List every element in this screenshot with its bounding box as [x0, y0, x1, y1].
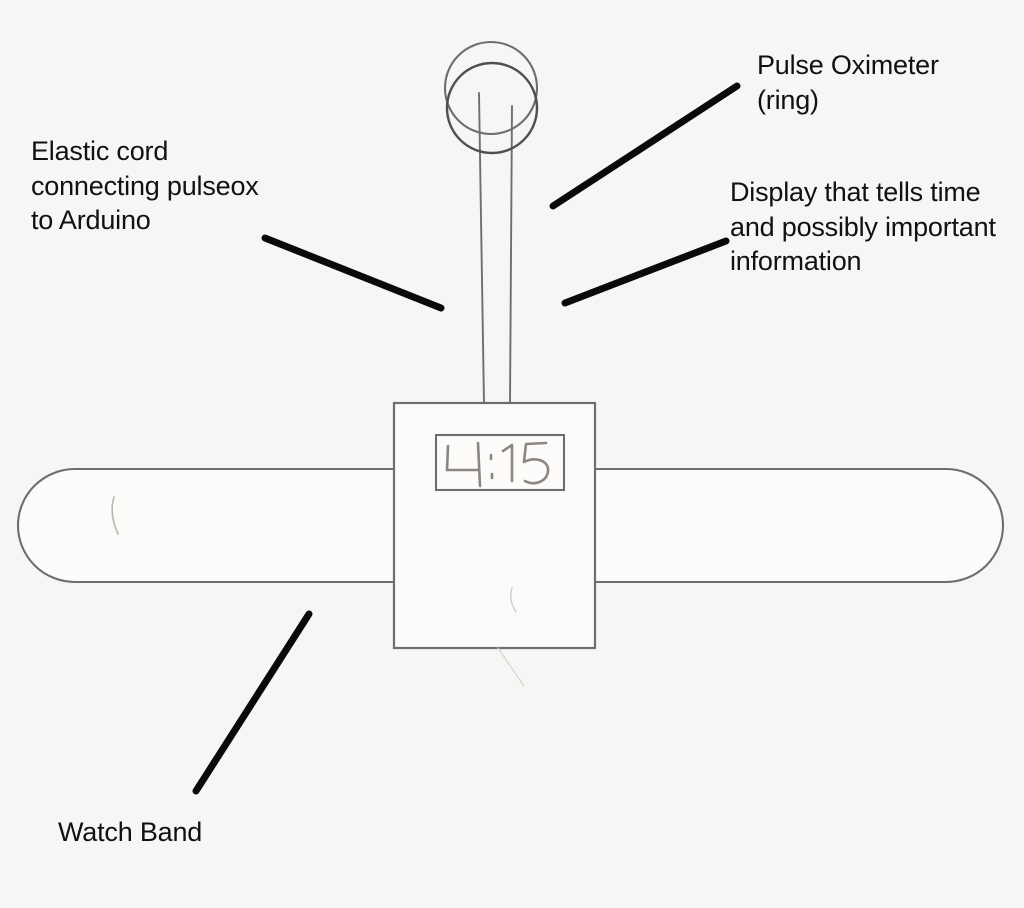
label-watch-band: Watch Band: [58, 817, 203, 847]
leader-line-pulse-oximeter: [549, 82, 741, 210]
label-elastic-cord: Elastic cord connecting pulseox to Ardui…: [31, 136, 259, 236]
elastic-cord: [478, 92, 513, 405]
elastic-cord-left-line: [478, 92, 485, 405]
watch-display-time-handwriting: [445, 441, 550, 488]
pulse-oximeter-ring: [443, 40, 539, 155]
pencil-smudge-below-watch-icon: [497, 647, 525, 687]
annotation-leader-lines: [192, 82, 741, 795]
pulse-oximeter-ring-front-circle: [445, 61, 539, 155]
pencil-smudge-left-band-icon: [111, 496, 119, 535]
leader-line-elastic-cord: [261, 234, 445, 312]
pulse-oximeter-ring-back-circle: [443, 40, 539, 136]
label-display: Display that tells time and possibly imp…: [730, 177, 996, 277]
pencil-smudge-watch-body-icon: [510, 587, 517, 613]
watch-display-screen: [434, 433, 566, 492]
leader-line-watch-band: [192, 610, 313, 795]
elastic-cord-right-line: [509, 105, 513, 405]
leader-line-display: [561, 237, 730, 307]
label-pulse-oximeter: Pulse Oximeter (ring): [757, 50, 939, 115]
